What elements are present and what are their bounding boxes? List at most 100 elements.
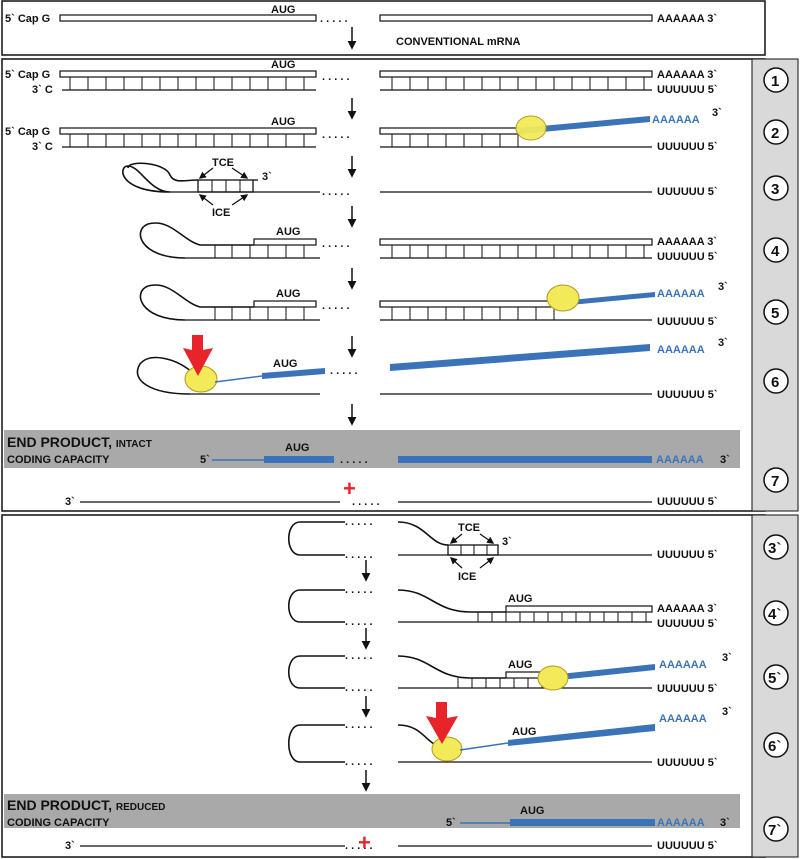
svg-text:ICE: ICE bbox=[212, 207, 230, 219]
svg-text:+: + bbox=[358, 830, 371, 855]
svg-text:AUG: AUG bbox=[520, 805, 544, 817]
svg-text:END PRODUCT, REDUCED: END PRODUCT, REDUCED bbox=[7, 797, 165, 813]
svg-text:. . . . .: . . . . . bbox=[345, 584, 373, 596]
svg-text:3`: 3` bbox=[262, 171, 272, 183]
svg-text:. . . . .: . . . . . bbox=[322, 186, 350, 198]
svg-text:AUG: AUG bbox=[508, 659, 532, 671]
svg-text:UUUUUU 5`: UUUUUU 5` bbox=[657, 141, 718, 153]
svg-text:AAAAAA: AAAAAA bbox=[657, 288, 705, 300]
svg-text:AUG: AUG bbox=[276, 288, 300, 300]
svg-text:AUG: AUG bbox=[285, 442, 309, 454]
conventional-label: CONVENTIONAL mRNA bbox=[396, 36, 521, 48]
row-2: 5` Cap G 3` C AUG . . . . . AAAAAA 3` UU… bbox=[5, 107, 789, 153]
svg-text:7: 7 bbox=[771, 473, 779, 490]
svg-text:AAAAAA: AAAAAA bbox=[656, 454, 704, 466]
svg-text:5`: 5` bbox=[768, 670, 781, 687]
svg-text:UUUUUU 5`: UUUUUU 5` bbox=[657, 840, 718, 852]
svg-text:. . . . .: . . . . . bbox=[345, 616, 373, 628]
svg-text:UUUUUU 5`: UUUUUU 5` bbox=[657, 186, 718, 198]
svg-text:3`: 3` bbox=[65, 496, 75, 508]
svg-text:5`: 5` bbox=[446, 817, 456, 829]
svg-text:AAAAAA: AAAAAA bbox=[657, 817, 705, 829]
svg-text:AUG: AUG bbox=[276, 226, 300, 238]
svg-text:4: 4 bbox=[771, 243, 780, 260]
svg-text:4`: 4` bbox=[768, 606, 781, 623]
end-product-intact: END PRODUCT, INTACT CODING CAPACITY 5` A… bbox=[4, 430, 740, 468]
svg-text:AUG: AUG bbox=[508, 593, 532, 605]
svg-text:+: + bbox=[343, 476, 356, 501]
row-6: AUG . . . . . AAAAAA 3` UUUUUU 5` 6 bbox=[136, 335, 789, 401]
cleavage-arrow-2 bbox=[426, 702, 458, 744]
svg-text:UUUUUU 5`: UUUUUU 5` bbox=[657, 389, 718, 401]
row-6p: . . . . . . . . . . AUG AAAAAA 3` UUUUUU… bbox=[288, 702, 789, 769]
svg-text:AAAAAA 3`: AAAAAA 3` bbox=[657, 69, 717, 81]
svg-text:3`: 3` bbox=[502, 536, 512, 548]
svg-text:3`: 3` bbox=[65, 840, 75, 852]
svg-text:. . . . .: . . . . . bbox=[322, 238, 350, 250]
ellipsis: . . . . . bbox=[320, 13, 348, 25]
svg-text:. . . . .: . . . . . bbox=[345, 650, 373, 662]
svg-text:UUUUUU 5`: UUUUUU 5` bbox=[657, 618, 718, 630]
svg-text:. . . . .: . . . . . bbox=[322, 129, 350, 141]
cap-label: 5` Cap G bbox=[5, 13, 50, 25]
svg-text:. . . . .: . . . . . bbox=[345, 756, 373, 768]
svg-text:AUG: AUG bbox=[271, 116, 295, 128]
svg-text:. . . . .: . . . . . bbox=[340, 454, 368, 466]
svg-text:3`: 3` bbox=[722, 652, 732, 664]
svg-text:AAAAAA: AAAAAA bbox=[657, 344, 705, 356]
svg-text:UUUUUU 5`: UUUUUU 5` bbox=[657, 549, 718, 561]
svg-text:3` C: 3` C bbox=[32, 141, 53, 153]
svg-text:3`: 3` bbox=[718, 337, 728, 349]
svg-text:CODING CAPACITY: CODING CAPACITY bbox=[7, 817, 110, 829]
svg-text:6: 6 bbox=[771, 374, 779, 391]
row-5p: . . . . . . . . . . AUG AAAAAA 3` UUUUUU… bbox=[287, 650, 789, 695]
svg-text:3`: 3` bbox=[768, 540, 781, 557]
svg-text:AAAAAA: AAAAAA bbox=[659, 713, 707, 725]
svg-text:2: 2 bbox=[771, 125, 779, 142]
svg-text:AAAAAA: AAAAAA bbox=[659, 659, 707, 671]
svg-text:5` Cap G: 5` Cap G bbox=[5, 126, 50, 138]
polya-label: AAAAAA 3` bbox=[657, 13, 717, 25]
svg-text:3` C: 3` C bbox=[32, 84, 53, 96]
svg-text:UUUUUU 5`: UUUUUU 5` bbox=[657, 251, 718, 263]
svg-text:CODING CAPACITY: CODING CAPACITY bbox=[7, 454, 110, 466]
svg-text:ICE: ICE bbox=[458, 571, 476, 583]
svg-text:. . . . .: . . . . . bbox=[345, 516, 373, 528]
svg-text:3`: 3` bbox=[718, 281, 728, 293]
row-7p: 3` . . . . . + UUUUUU 5` 7` bbox=[65, 816, 789, 855]
svg-text:3`: 3` bbox=[722, 706, 732, 718]
svg-text:AUG: AUG bbox=[273, 358, 297, 370]
svg-text:3`: 3` bbox=[720, 454, 730, 466]
svg-text:AUG: AUG bbox=[271, 59, 295, 71]
svg-text:7`: 7` bbox=[768, 822, 781, 839]
svg-text:5`: 5` bbox=[200, 454, 210, 466]
svg-text:UUUUUU 5`: UUUUUU 5` bbox=[657, 84, 718, 96]
svg-text:1: 1 bbox=[771, 73, 779, 90]
svg-text:AUG: AUG bbox=[512, 726, 536, 738]
svg-text:5: 5 bbox=[771, 305, 779, 322]
svg-text:TCE: TCE bbox=[212, 157, 234, 169]
row-5: AUG . . . . . AAAAAA 3` UUUUUU 5` 5 bbox=[139, 281, 789, 328]
svg-text:UUUUUU 5`: UUUUUU 5` bbox=[657, 683, 718, 695]
svg-text:AAAAAA 3`: AAAAAA 3` bbox=[657, 603, 717, 615]
svg-text:UUUUUU 5`: UUUUUU 5` bbox=[657, 316, 718, 328]
svg-text:TCE: TCE bbox=[458, 522, 480, 534]
svg-text:3`: 3` bbox=[720, 817, 730, 829]
svg-text:6`: 6` bbox=[768, 738, 781, 755]
svg-text:AAAAAA 3`: AAAAAA 3` bbox=[657, 236, 717, 248]
svg-text:. . . . .: . . . . . bbox=[330, 365, 358, 377]
row-7: 3` + . . . . . UUUUUU 5` 7 bbox=[65, 467, 789, 508]
cleavage-arrow bbox=[183, 335, 213, 376]
aug-label: AUG bbox=[271, 4, 295, 16]
svg-text:. . . . .: . . . . . bbox=[345, 682, 373, 694]
row-4: AUG . . . . . AAAAAA 3` UUUUUU 5` 4 bbox=[139, 222, 789, 263]
svg-text:. . . . .: . . . . . bbox=[345, 719, 373, 731]
row-3p: . . . . . . . . . . TCE 3` ICE UUUUUU 5`… bbox=[287, 516, 789, 583]
conventional-box bbox=[1, 0, 766, 56]
svg-text:. . . . .: . . . . . bbox=[345, 840, 373, 852]
end-product-reduced: END PRODUCT, REDUCED CODING CAPACITY 5` … bbox=[4, 794, 740, 829]
svg-text:3`: 3` bbox=[712, 107, 722, 119]
svg-text:UUUUUU 5`: UUUUUU 5` bbox=[657, 496, 718, 508]
row-1: 5` Cap G 3` C AUG . . . . . AAAAAA 3` UU… bbox=[5, 59, 789, 96]
